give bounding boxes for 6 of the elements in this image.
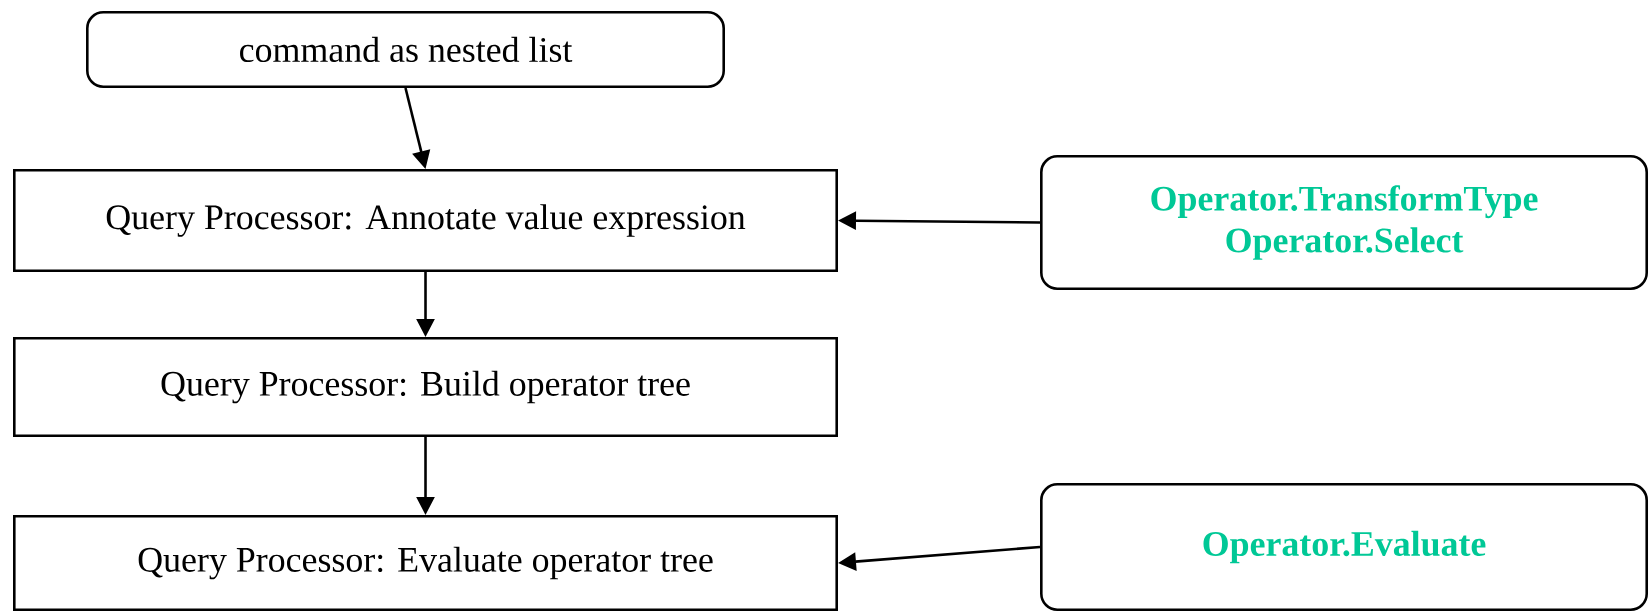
operator-box: Operator.TransformType Operator.Select [1040, 155, 1648, 290]
process-box: Query Processor: Annotate value expression [13, 169, 838, 272]
process-box: Query Processor: Evaluate operator tree [13, 515, 838, 611]
process-box: Query Processor: Build operator tree [13, 337, 838, 437]
command-box: command as nested list [86, 11, 725, 88]
operator-box: Operator.Evaluate [1040, 483, 1648, 611]
